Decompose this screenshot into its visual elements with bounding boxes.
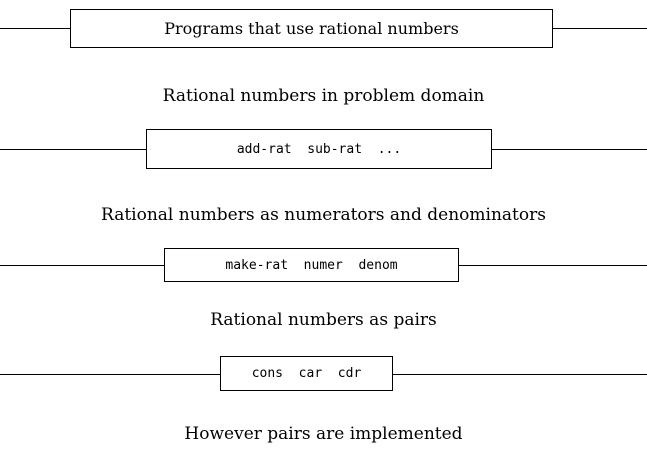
layer-3-right-line [393, 374, 647, 375]
layer-1-label: Rational numbers as numerators and denom… [101, 205, 546, 225]
layer-1-right-line [492, 149, 647, 150]
layer-0-box-text: Programs that use rational numbers [164, 19, 459, 38]
layer-0-left-line [0, 28, 70, 29]
layer-2-right-line [459, 265, 647, 266]
layer-3-left-line [0, 374, 220, 375]
layer-2-box: make-rat numer denom [164, 248, 459, 282]
layer-3-box: cons car cdr [220, 356, 393, 391]
layer-3-box-text: cons car cdr [251, 366, 362, 381]
layer-1-box-text: add-rat sub-rat ... [236, 141, 402, 157]
layer-0-box: Programs that use rational numbers [70, 9, 553, 48]
layer-0-right-line [553, 28, 647, 29]
layer-2-left-line [0, 265, 164, 266]
layer-3-label: However pairs are implemented [184, 424, 463, 444]
layer-0-label: Rational numbers in problem domain [162, 86, 485, 106]
layer-1-box: add-rat sub-rat ... [146, 129, 492, 169]
layer-2-label: Rational numbers as pairs [210, 310, 437, 330]
layer-2-box-text: make-rat numer denom [225, 257, 398, 273]
layer-1-left-line [0, 149, 146, 150]
